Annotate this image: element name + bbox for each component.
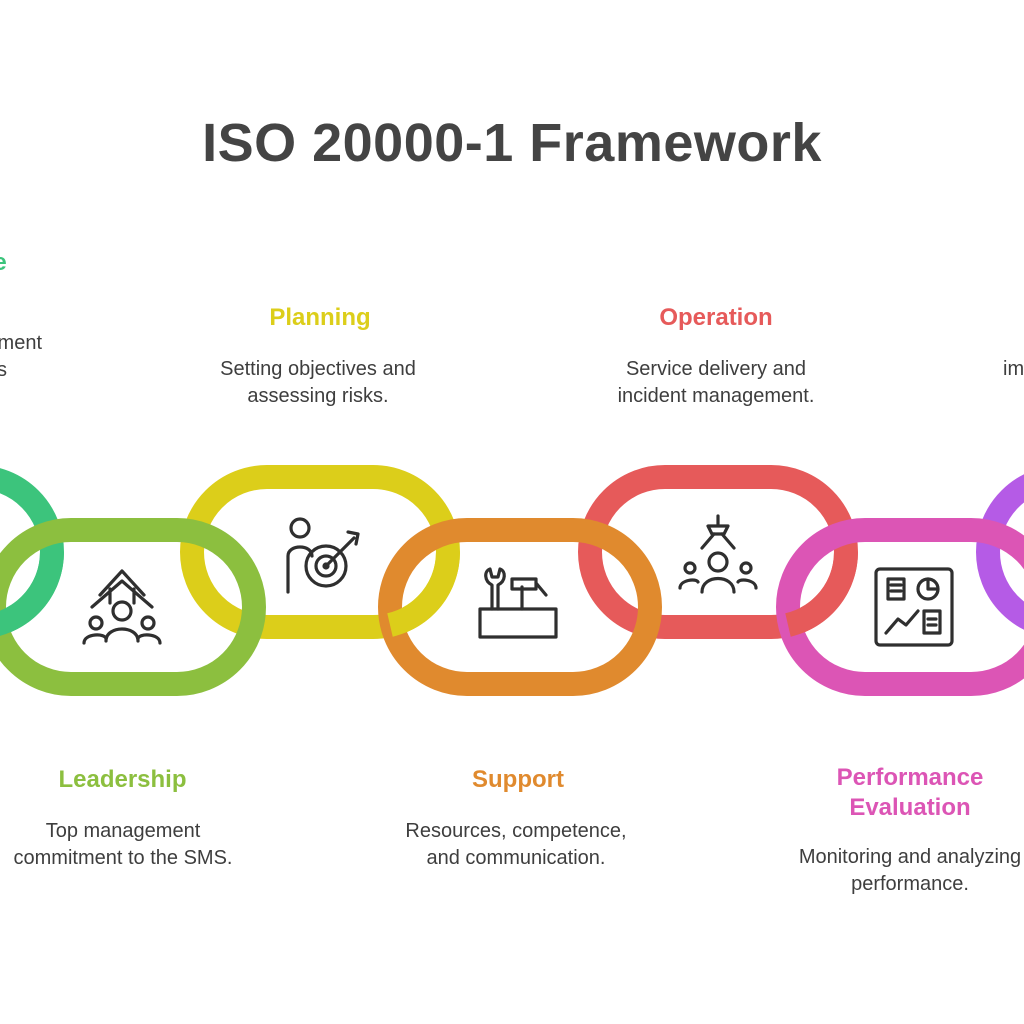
- stage-desc-support-line1: Resources, competence,: [405, 820, 627, 842]
- stage-label-support: Support: [472, 766, 564, 793]
- stage-desc-context-line1: ment: [0, 332, 42, 354]
- dashboard-icon: [874, 567, 954, 647]
- stage-desc-operation-line1: Service delivery and: [625, 358, 807, 380]
- stage-desc-operation-line2: incident management.: [617, 385, 815, 407]
- stage-desc-context-line2: s: [0, 359, 7, 381]
- toolbox-icon: [478, 567, 558, 639]
- stage-label-planning: Planning: [269, 304, 371, 331]
- stage-desc-planning-line2: assessing risks.: [247, 385, 389, 407]
- stage-desc-improvement-line1: im: [1003, 358, 1024, 380]
- chain-link-performance: [776, 518, 1024, 696]
- chain-link-support: [378, 518, 662, 696]
- chain-link-improvement: [976, 474, 1024, 630]
- stage-desc-leadership-line2: commitment to the SMS.: [13, 847, 233, 869]
- chain-link-leadership: [0, 518, 266, 696]
- stage-label-performance-line1: Performance: [836, 764, 984, 791]
- chain-overlap-planning: [386, 551, 460, 637]
- stage-desc-planning-line1: Setting objectives and: [220, 358, 416, 380]
- robot-arm-team-icon: [678, 514, 758, 594]
- chain-overlap-operation: [784, 551, 858, 637]
- stage-desc-performance-line2: performance.: [851, 873, 969, 895]
- leader-growth-icon: [82, 569, 162, 645]
- stage-label-leadership: Leadership: [58, 766, 187, 793]
- stage-label-operation: Operation: [659, 304, 773, 331]
- stage-desc-leadership-line1: Top management: [45, 820, 201, 842]
- chain-overlap-context: [0, 551, 64, 636]
- page-title: ISO 20000-1 Framework: [202, 113, 822, 173]
- stage-desc-performance-line1: Monitoring and analyzing: [798, 846, 1022, 868]
- target-person-icon: [286, 517, 360, 594]
- stage-desc-support-line2: and communication.: [426, 847, 606, 869]
- stage-label-performance-line2: Evaluation: [849, 794, 971, 821]
- stage-label-context: e: [0, 247, 10, 278]
